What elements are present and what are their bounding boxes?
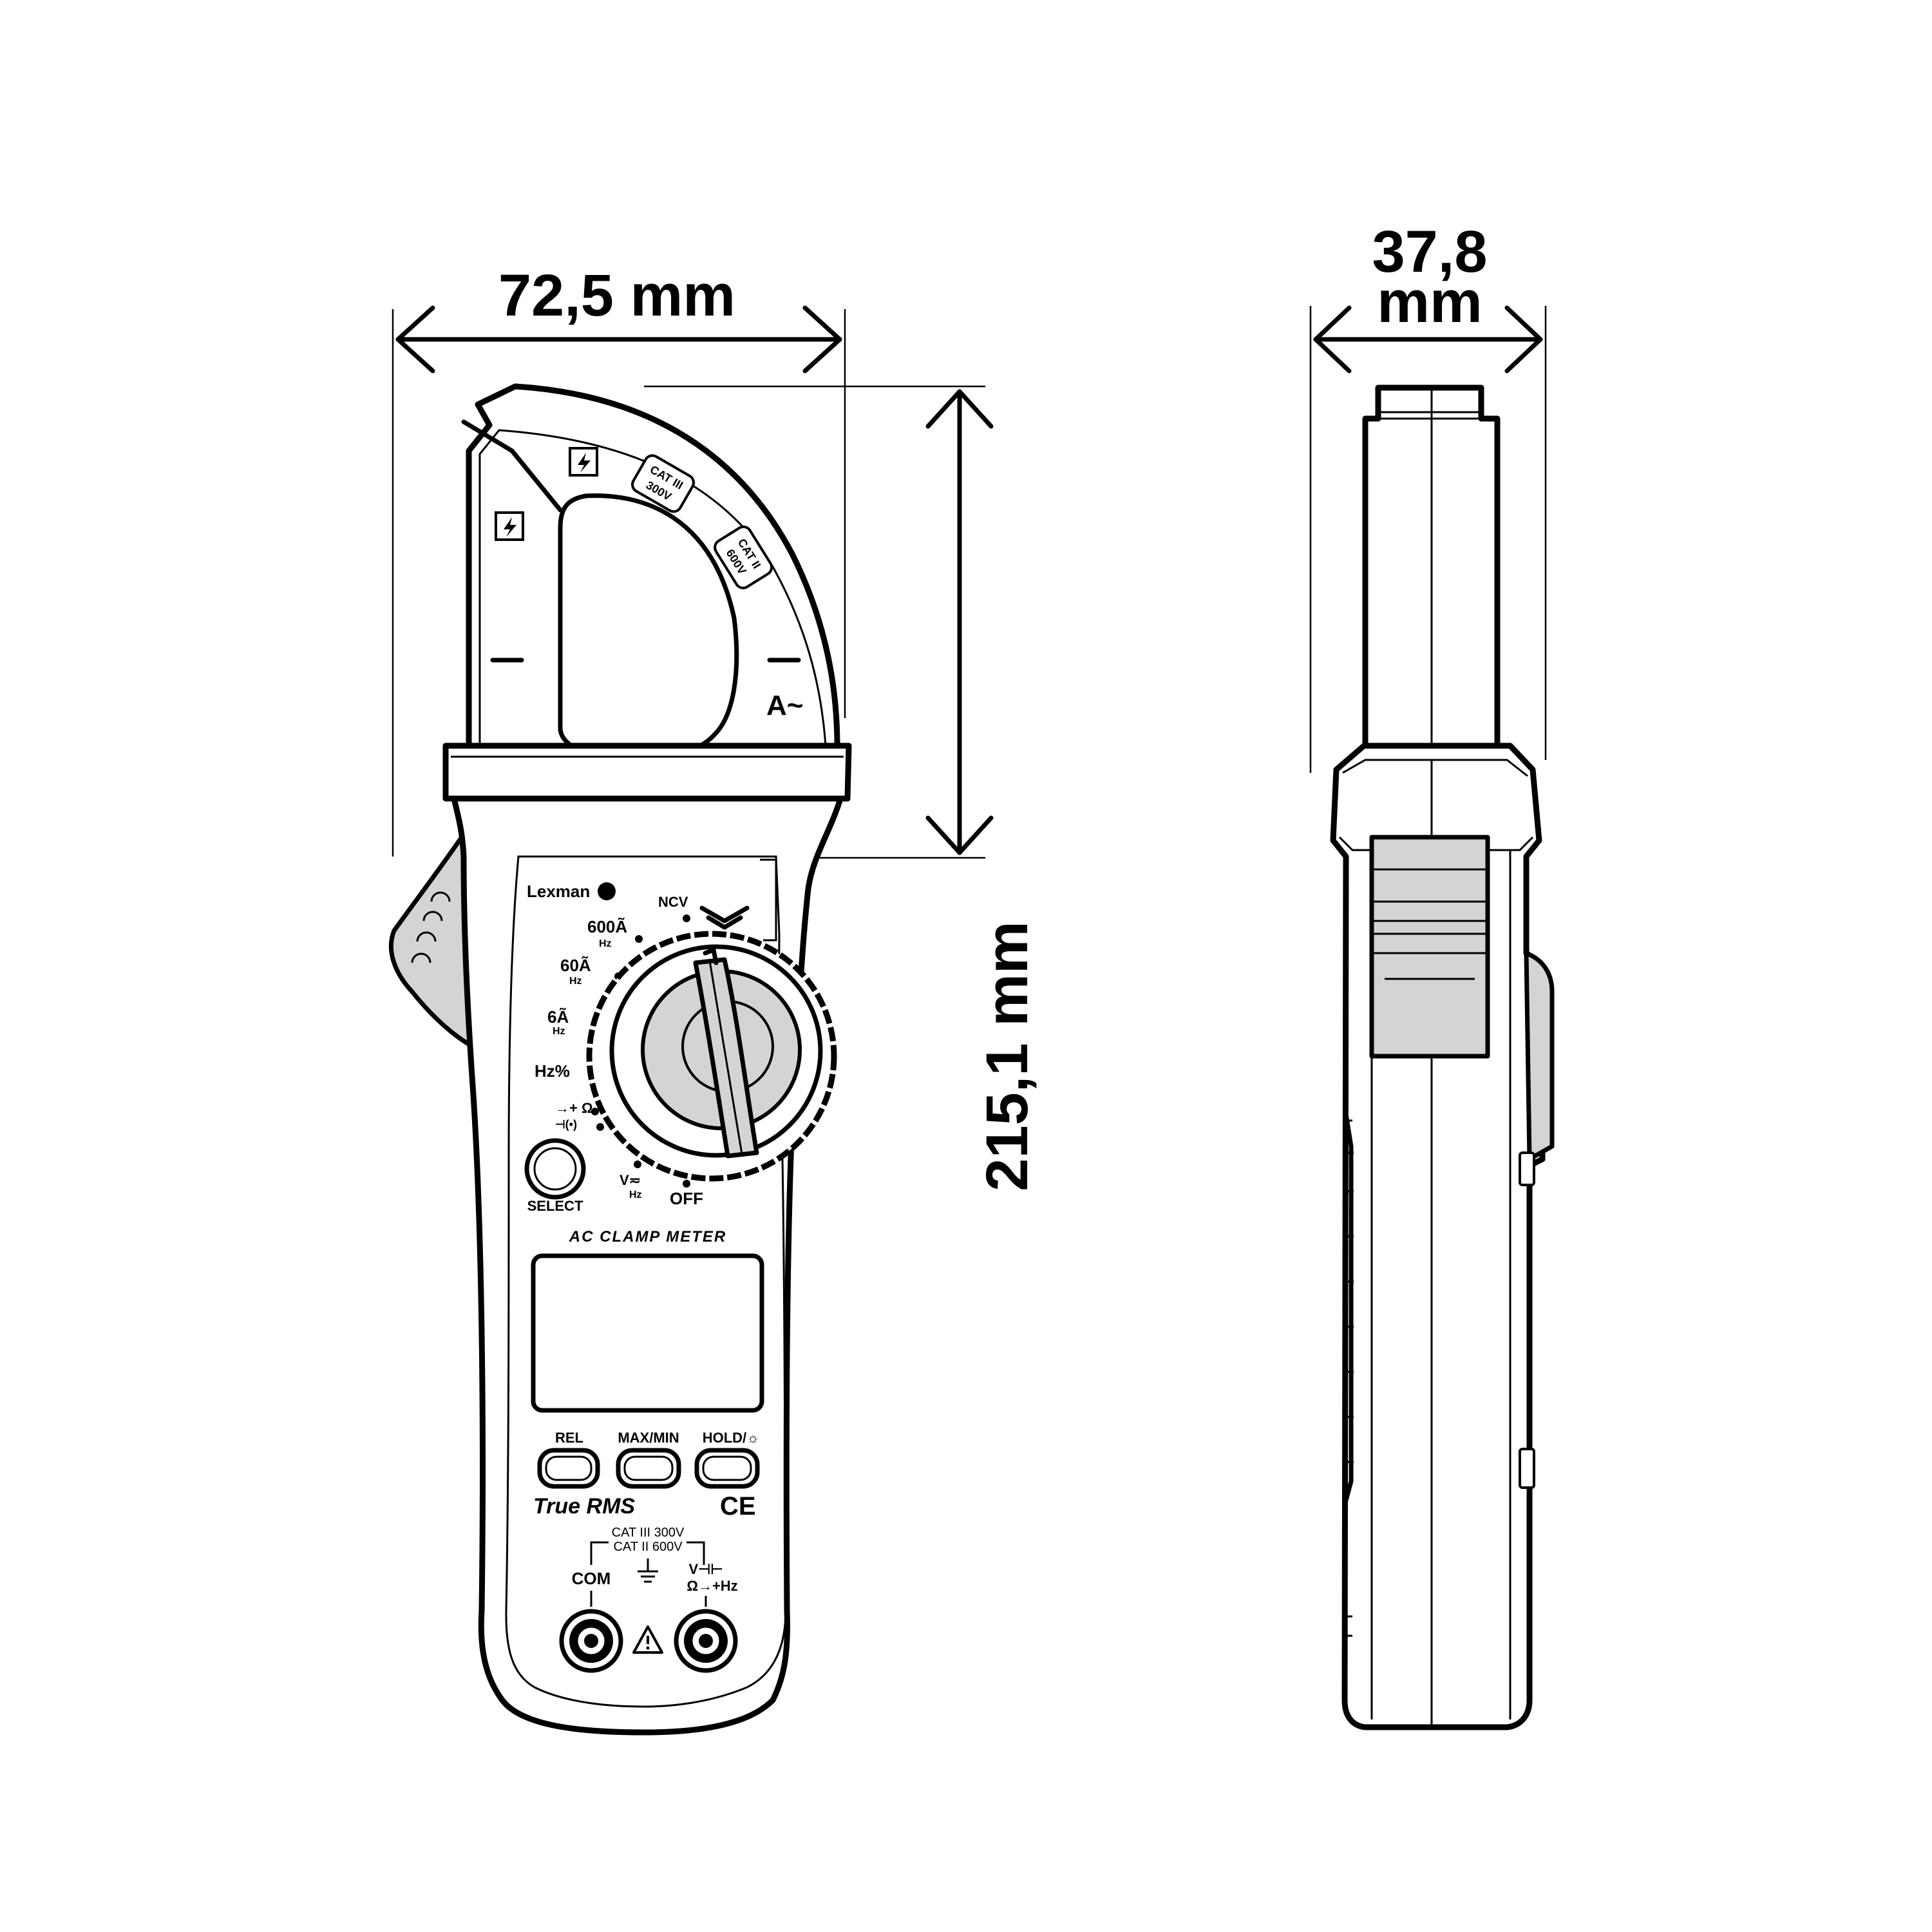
side-view (1330, 384, 1555, 1730)
model-label: AC CLAMP METER (569, 1228, 726, 1245)
jaw-marking: A~ (766, 690, 803, 721)
front-view: A~ CAT III 300V CAT II 600V Lexman (388, 383, 852, 1736)
rotary-dial[interactable] (586, 931, 837, 1182)
svg-text:Hz: Hz (569, 976, 582, 987)
true-rms-label: True RMS (533, 1494, 635, 1519)
side-grip-window (1369, 835, 1490, 1059)
hold-backlight-button[interactable]: HOLD/☼ (694, 1430, 760, 1489)
jaw-cat-label-upper: CAT III 300V (631, 454, 695, 513)
rel-button-label: REL (555, 1430, 583, 1446)
depth-unit-label: mm (1377, 269, 1482, 335)
width-dimension: 72,5 mm (392, 263, 846, 857)
dial-label-6a: 6Ã (547, 1007, 569, 1027)
lightning-warning-icon (569, 447, 598, 477)
dial-label-ncv: NCV (658, 894, 688, 910)
input-terminal-label-top: V⊣⊢ (688, 1561, 723, 1577)
width-label: 72,5 mm (498, 263, 735, 328)
depth-dimension: 37,8 mm (1309, 219, 1547, 773)
lcd-display (531, 1253, 764, 1413)
side-trigger (1524, 951, 1555, 1162)
hold-button-label: HOLD/☼ (703, 1430, 760, 1446)
select-button-label: SELECT (527, 1198, 583, 1214)
svg-text:Hz: Hz (553, 1026, 565, 1037)
depth-value-label: 37,8 (1372, 219, 1487, 285)
jaw-collar (442, 743, 852, 802)
input-rating-line-2: CAT II 600V (613, 1540, 683, 1554)
dial-label-diode-ohm: →+ Ω (555, 1100, 593, 1116)
lightning-warning-icon (495, 511, 524, 541)
input-terminal-jack[interactable] (674, 1609, 738, 1673)
warning-triangle-icon (632, 1625, 663, 1654)
input-rating-line-1: CAT III 300V (612, 1526, 685, 1540)
height-label: 215,1 mm (974, 921, 1040, 1191)
dial-label-600a: 600Ã (587, 917, 627, 936)
select-button[interactable]: SELECT (524, 1138, 586, 1214)
dial-label-hz-percent: Hz% (535, 1061, 570, 1081)
dial-label-off: OFF (670, 1189, 703, 1208)
ncv-wave-icon (699, 905, 750, 930)
max-min-button[interactable]: MAX/MIN (616, 1430, 681, 1489)
rel-button[interactable]: REL (537, 1430, 600, 1489)
svg-text:Hz: Hz (629, 1189, 642, 1200)
height-dimension: 215,1 mm (644, 385, 1040, 1191)
com-terminal-jack[interactable] (559, 1609, 623, 1673)
dial-label-60a: 60Ã (560, 956, 591, 975)
max-min-button-label: MAX/MIN (618, 1430, 679, 1446)
dial-label-volt: V≂ (620, 1172, 641, 1188)
input-terminal-label-bottom: Ω→+Hz (687, 1578, 737, 1594)
ce-mark: CE (720, 1492, 756, 1520)
com-terminal-label: COM (572, 1569, 611, 1588)
svg-text:Hz: Hz (599, 938, 612, 949)
jaw-cat-label-lower: CAT II 600V (714, 526, 773, 590)
dial-label-cap-continuity: ⊣(•) (555, 1118, 577, 1131)
brand-logo: Lexman (527, 882, 590, 901)
ground-icon (638, 1558, 658, 1583)
